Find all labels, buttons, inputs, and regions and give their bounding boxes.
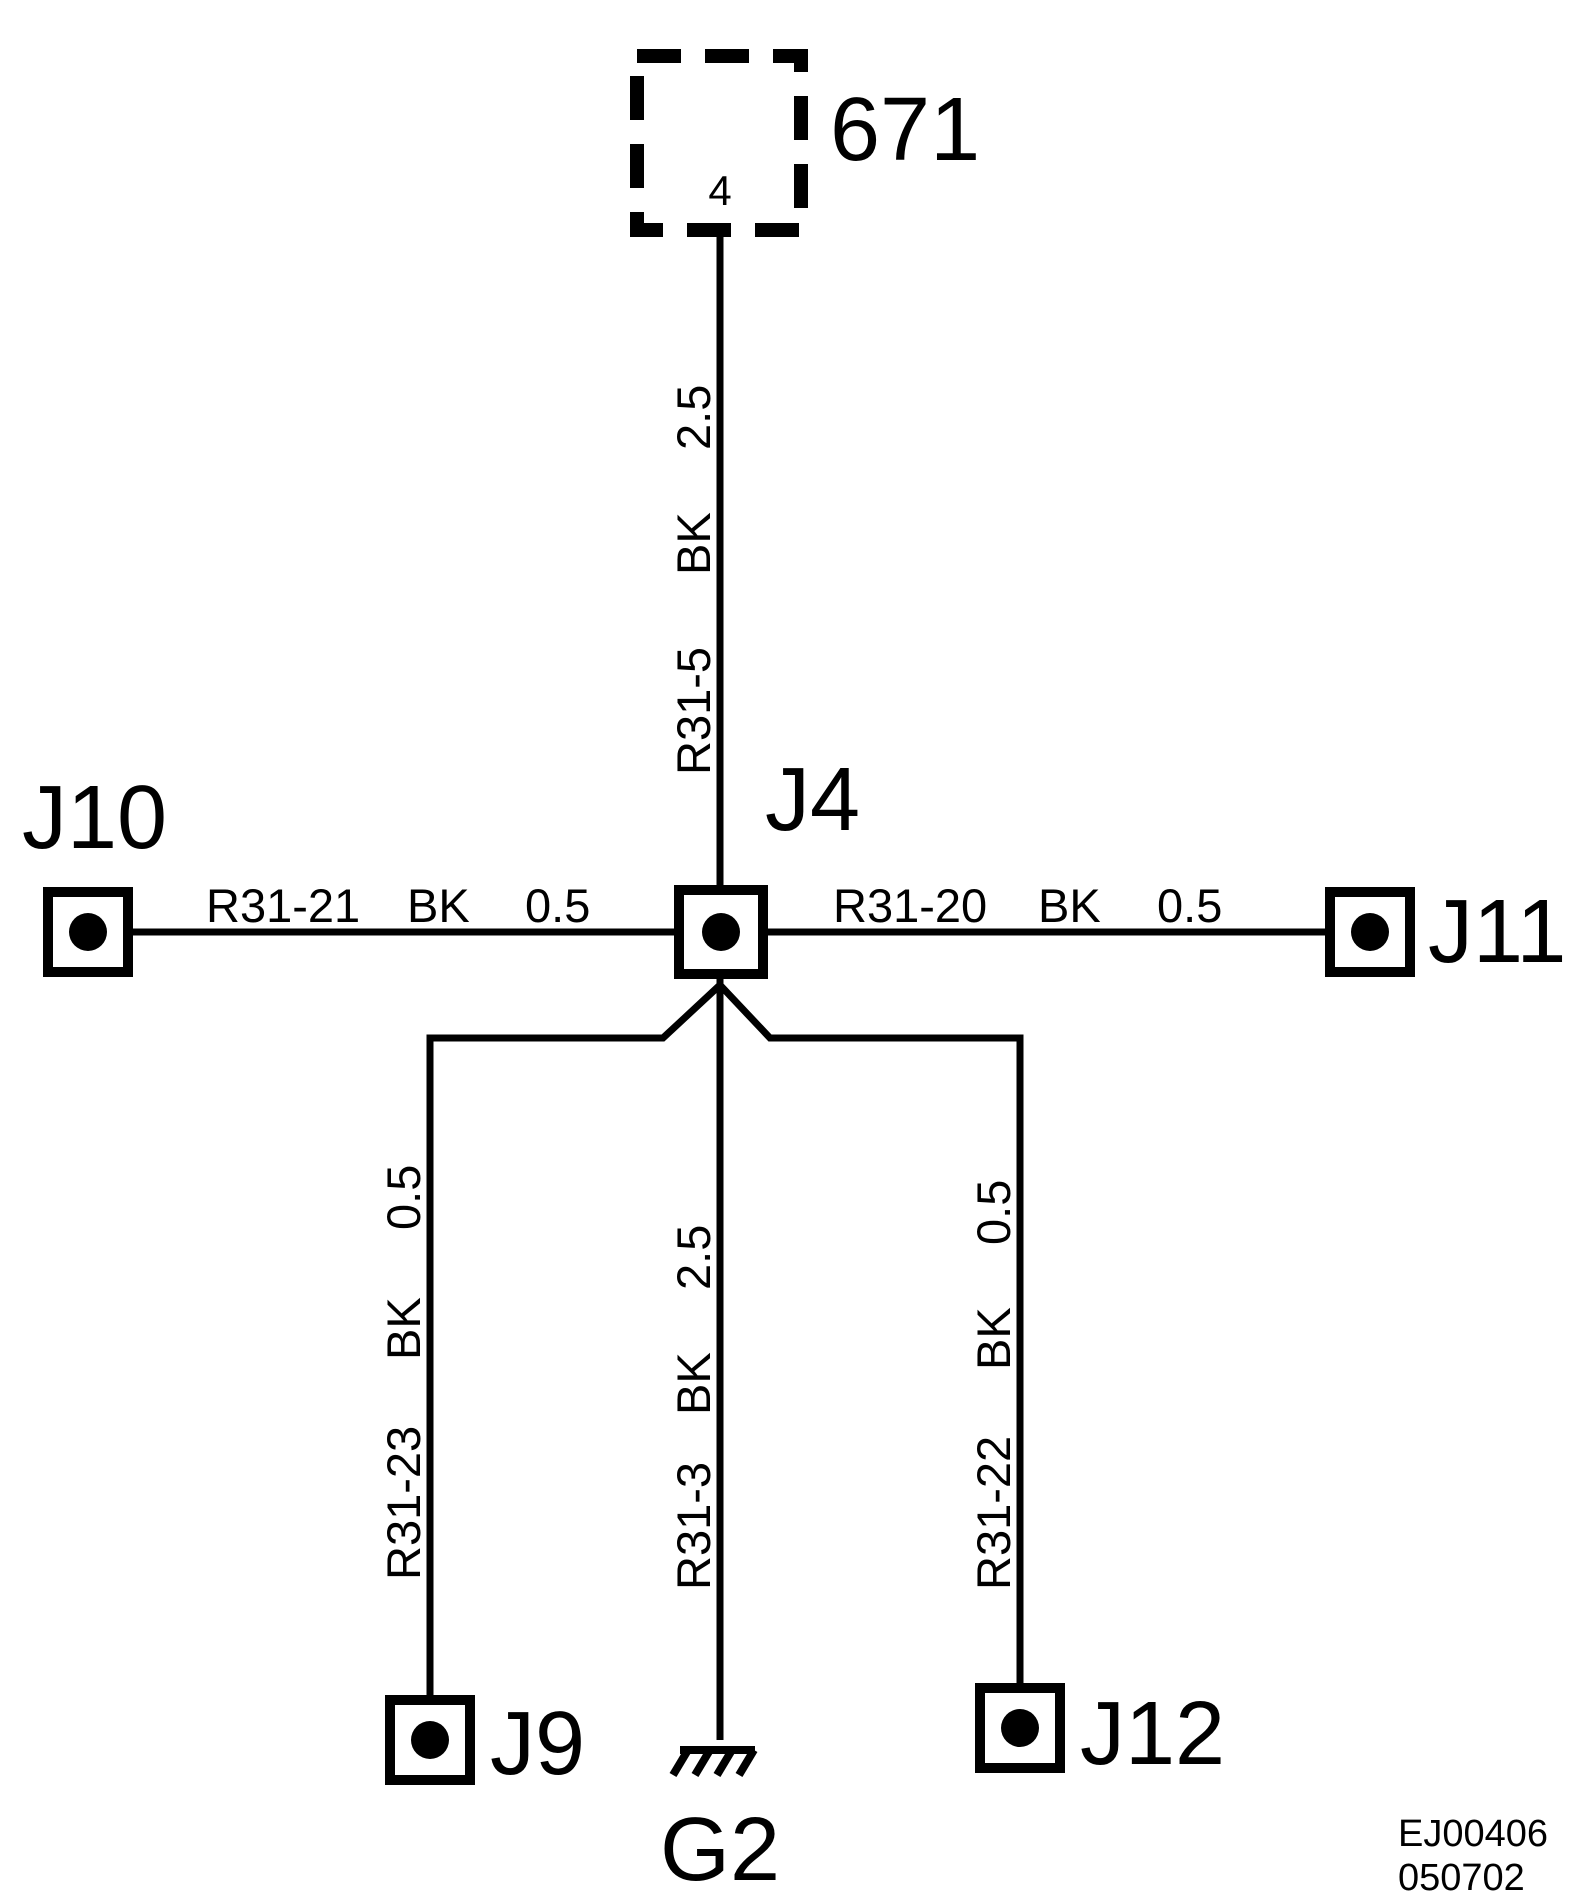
connector-j9[interactable] [385, 1695, 475, 1785]
wire-bottom-center-circuit: R31-3 [667, 1462, 720, 1590]
wire-top-label: R31-5 BK 2.5 [667, 385, 720, 775]
connector-j10-label: J10 [22, 768, 167, 868]
wire-bottom-right-size: 0.5 [967, 1180, 1020, 1245]
connector-j11[interactable] [1325, 887, 1415, 977]
wire-bottom-center-color: BK [667, 1352, 720, 1415]
reference-code: EJ00406 [1398, 1813, 1548, 1855]
wire-right-size: 0.5 [1157, 879, 1222, 932]
wire-bottom-left-circuit: R31-23 [377, 1426, 430, 1580]
wire-left-label: R31-21 BK 0.5 [206, 879, 590, 932]
reference-date: 050702 [1398, 1857, 1525, 1899]
wire-left-color: BK [407, 879, 470, 932]
wire-bottom-right[interactable] [717, 982, 1024, 1728]
wire-top-color: BK [667, 512, 720, 575]
ground-label: G2 [660, 1800, 780, 1900]
wire-bottom-right-color: BK [967, 1307, 1020, 1370]
wire-bottom-center-size: 2.5 [667, 1225, 720, 1290]
connector-j9-label: J9 [490, 1694, 585, 1794]
connector-j12[interactable] [975, 1683, 1065, 1773]
wire-bottom-right-label: R31-22 BK 0.5 [967, 1180, 1020, 1590]
splice-j4[interactable] [674, 885, 768, 979]
wire-bottom-left-label: R31-23 BK 0.5 [377, 1165, 430, 1580]
component-671[interactable]: 4 [630, 49, 808, 237]
connector-j11-label: J11 [1428, 882, 1566, 982]
wire-bottom-right-circuit: R31-22 [967, 1436, 1020, 1590]
connector-j10[interactable] [43, 887, 133, 977]
ground-symbol[interactable] [669, 1746, 758, 1778]
connector-j12-label: J12 [1080, 1684, 1225, 1784]
wire-left-size: 0.5 [525, 879, 590, 932]
wire-bottom-center-label: R31-3 BK 2.5 [667, 1225, 720, 1590]
wire-top-circuit: R31-5 [667, 647, 720, 775]
wire-right-circuit: R31-20 [833, 879, 987, 932]
wire-left-circuit: R31-21 [206, 879, 360, 932]
wire-right-label: R31-20 BK 0.5 [833, 879, 1222, 932]
component-id-label: 671 [830, 80, 980, 180]
component-pin-label: 4 [708, 167, 731, 214]
wire-bottom-left[interactable] [426, 982, 723, 1738]
wire-bottom-left-size: 0.5 [377, 1165, 430, 1230]
wire-bottom-left-color: BK [377, 1297, 430, 1360]
wire-top-size: 2.5 [667, 385, 720, 450]
wire-right-color: BK [1038, 879, 1101, 932]
splice-label: J4 [765, 750, 860, 850]
